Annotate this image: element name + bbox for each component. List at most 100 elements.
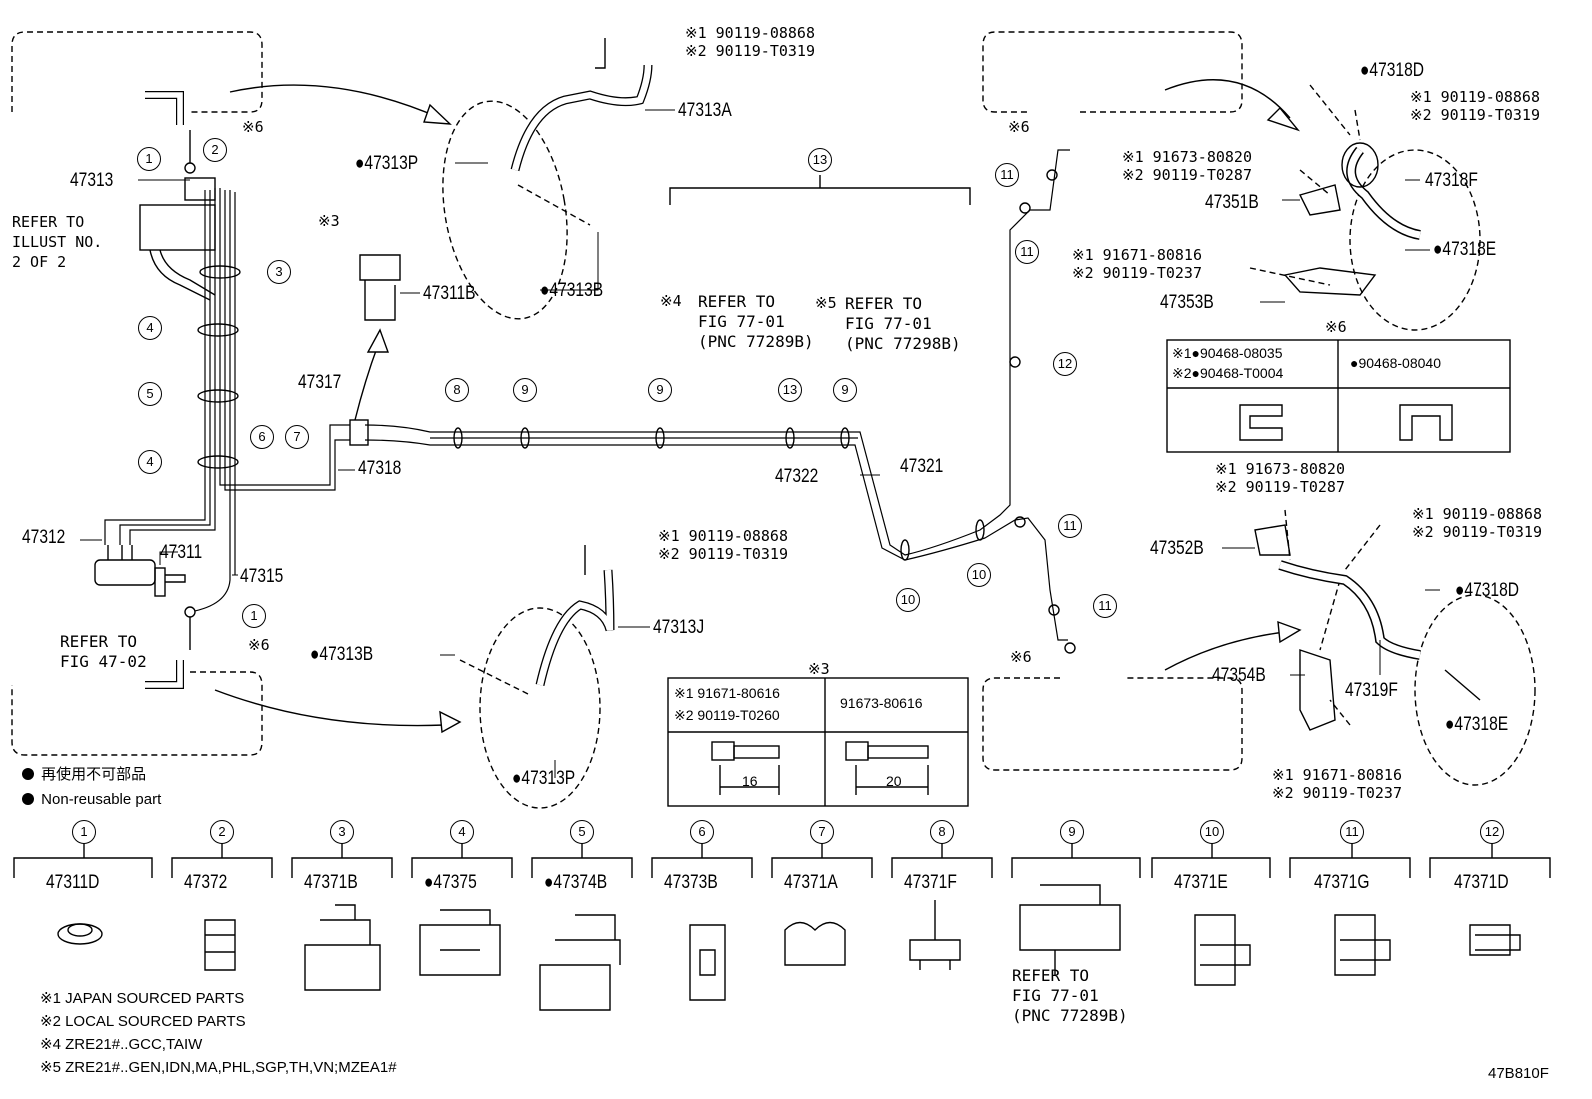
bottom-part-label-2: 47372 <box>184 872 228 893</box>
bottom-part-label-1: 47311D <box>46 872 100 893</box>
bolt-note-right-top-c-1: ※1 91671-80816 <box>1072 246 1202 264</box>
callout-7: 7 <box>285 425 309 449</box>
clip-table-mark: ※6 <box>1325 318 1347 336</box>
bottom-part-label-11: 47371G <box>1314 872 1370 893</box>
legend-en: Non-reusable part <box>22 791 161 809</box>
bottom-callout-1: 1 <box>72 820 96 844</box>
outline-front-left <box>11 31 263 113</box>
label-47353B: 47353B <box>1160 292 1214 313</box>
bottom-callout-6: 6 <box>690 820 714 844</box>
label-47312: 47312 <box>22 527 66 548</box>
mark-6-top-right: ※6 <box>1008 118 1030 136</box>
callout-11-d: 11 <box>1093 594 1117 618</box>
label-47318E-top: ●47318E <box>1433 239 1497 260</box>
arrow-bottom-left <box>214 689 446 727</box>
detail-circle-right-bot <box>1414 594 1536 786</box>
bottom-part-label-8: 47371F <box>904 872 957 893</box>
callout-1-bottom: 1 <box>242 604 266 628</box>
arrow-top-right <box>1164 79 1291 119</box>
bolt-note-right-bot-1: ※1 91671-80816 <box>1272 766 1402 784</box>
label-47311B: 47311B <box>423 283 476 304</box>
bottom-callout-8: 8 <box>930 820 954 844</box>
label-47313B-bottom: ●47313B <box>310 644 374 665</box>
bottom-callout-3: 3 <box>330 820 354 844</box>
bolt-note-right-top-b-1: ※1 91673-80820 <box>1122 148 1252 166</box>
bottom-part-label-6: 47373B <box>664 872 718 893</box>
footnote-5: ※5 ZRE21#..GEN,IDN,MA,PHL,SGP,TH,VN;MZEA… <box>40 1059 397 1076</box>
label-47318: 47318 <box>358 458 402 479</box>
mark-6-bottom-left: ※6 <box>248 636 270 654</box>
callout-6: 6 <box>250 425 274 449</box>
callout-1-top: 1 <box>137 147 161 171</box>
callout-13-group: 13 <box>808 148 832 172</box>
bolt-table-left-2: ※2 90119-T0260 <box>674 707 780 723</box>
bolt-note-right-mid-b-1: ※1 90119-08868 <box>1412 505 1542 523</box>
label-47318D-top: ●47318D <box>1360 60 1424 81</box>
callout-13-on-tube: 13 <box>778 378 802 402</box>
label-47354B: 47354B <box>1212 665 1266 686</box>
detail-circle-bottom <box>479 607 601 809</box>
label-47318D-bottom: ●47318D <box>1455 580 1519 601</box>
clip-table-left-1: ※1●90468-08035 <box>1172 345 1283 361</box>
bolt-table-right: 91673-80616 <box>840 695 923 711</box>
refer-fig-47-02-note: REFER TO FIG 47-02 <box>60 632 147 671</box>
mark-6-bottom-right: ※6 <box>1010 648 1032 666</box>
bottom-brackets <box>13 843 1551 878</box>
bolt-note-right-bot-2: ※2 90119-T0237 <box>1272 784 1402 802</box>
mark-3-near-47311B: ※3 <box>318 212 340 230</box>
mark-4-note: ※4 <box>660 292 682 310</box>
bottom-callout-5: 5 <box>570 820 594 844</box>
callout-2: 2 <box>203 138 227 162</box>
legend-jp: 再使用不可部品 <box>22 766 146 784</box>
label-47313P-top: ●47313P <box>355 153 419 174</box>
bottom-part-label-3: 47371B <box>304 872 358 893</box>
outline-rear-left <box>11 671 263 756</box>
label-47313B-top: ●47313B <box>540 280 604 301</box>
footnote-4: ※4 ZRE21#..GCC,TAIW <box>40 1036 203 1053</box>
label-47321: 47321 <box>900 456 944 477</box>
callout-9-b: 9 <box>648 378 672 402</box>
callout-11-b: 11 <box>1015 240 1039 264</box>
filled-dot-icon <box>22 768 34 780</box>
arrow-top-left <box>229 84 441 119</box>
bolt-note-right-mid-b-2: ※2 90119-T0319 <box>1412 523 1542 541</box>
bottom-callout-11: 11 <box>1340 820 1364 844</box>
arrow-bottom-right <box>1164 631 1286 671</box>
bolt-table-mark: ※3 <box>808 660 830 678</box>
label-47318F: 47318F <box>1425 170 1478 191</box>
bottom-callout-9: 9 <box>1060 820 1084 844</box>
bottom-part-label-12: 47371D <box>1454 872 1509 893</box>
bottom-callout-2: 2 <box>210 820 234 844</box>
bolt-note-right-mid-a-1: ※1 91673-80820 <box>1215 460 1345 478</box>
bolt-note-mid-center-1: ※1 90119-08868 <box>658 527 788 545</box>
filled-dot-icon <box>22 793 34 805</box>
refer-illust-note: REFER TO ILLUST NO. 2 OF 2 <box>12 213 103 271</box>
bolt-table-dim-right: 20 <box>886 773 902 789</box>
legend-en-text: Non-reusable part <box>41 791 162 808</box>
detail-circle-right-top <box>1349 149 1481 331</box>
bottom-part-label-5: ●47374B <box>544 872 608 893</box>
callout-4-lower: 4 <box>138 450 162 474</box>
footnote-2: ※2 LOCAL SOURCED PARTS <box>40 1013 246 1030</box>
clip-table-left-2: ※2●90468-T0004 <box>1172 365 1284 381</box>
bolt-note-top-center-1: ※1 90119-08868 <box>685 24 815 42</box>
clip-table-right: ●90468-08040 <box>1350 355 1441 371</box>
label-47319F: 47319F <box>1345 680 1398 701</box>
bolt-note-right-mid-a-2: ※2 90119-T0287 <box>1215 478 1345 496</box>
callout-11-c: 11 <box>1058 514 1082 538</box>
label-47352B: 47352B <box>1150 538 1204 559</box>
detail-circle-top <box>442 100 568 320</box>
label-47313: 47313 <box>70 170 114 191</box>
bottom-part-label-10: 47371E <box>1174 872 1228 893</box>
bottom-callout-7: 7 <box>810 820 834 844</box>
bolt-note-right-top-a-1: ※1 90119-08868 <box>1410 88 1540 106</box>
callout-12: 12 <box>1053 352 1077 376</box>
refer-fig-13a-note: REFER TO FIG 77-01 (PNC 77289B) <box>698 292 814 351</box>
bottom-callout-12: 12 <box>1480 820 1504 844</box>
bolt-table <box>667 677 969 807</box>
callout-9-a: 9 <box>513 378 537 402</box>
callout-5: 5 <box>138 382 162 406</box>
figure-code: 47B810F <box>1488 1065 1549 1082</box>
legend-jp-text: 再使用不可部品 <box>41 766 147 783</box>
